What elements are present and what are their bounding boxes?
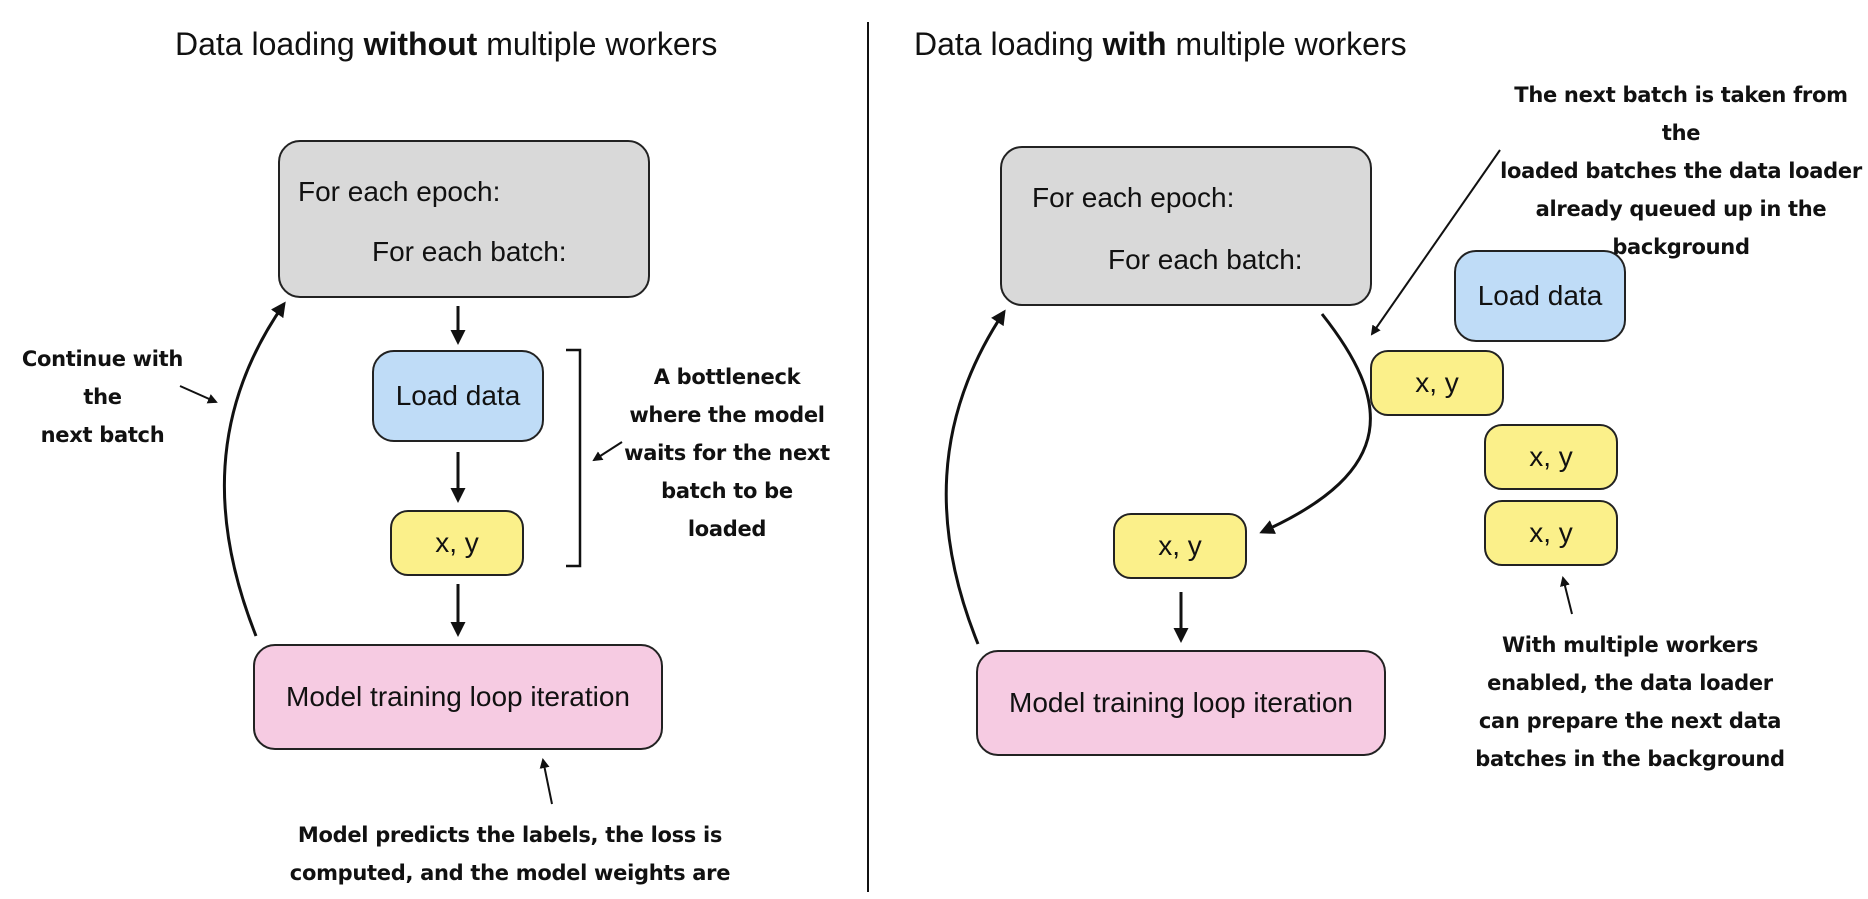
left-bottleneck-bracket — [566, 348, 582, 568]
left-xy-box: x, y — [390, 510, 524, 576]
note-continue-line2: next batch — [40, 423, 165, 447]
right-loop-back-arrow — [944, 309, 1006, 645]
note-next-batch-line2: loaded batches the data loader — [1500, 159, 1862, 183]
note-next-batch-line1: The next batch is taken from the — [1514, 83, 1848, 145]
left-epoch-label: For each epoch: — [298, 176, 501, 207]
note-bottleneck: A bottleneck where the model waits for t… — [617, 358, 837, 548]
note-model-predicts: Model predicts the labels, the loss is c… — [250, 816, 770, 899]
pointer-workers-arrow — [1560, 576, 1573, 615]
right-title-bold: with — [1102, 26, 1167, 62]
right-current-xy-box: x, y — [1113, 513, 1247, 579]
right-queued-xy-box-3: x, y — [1484, 500, 1618, 566]
right-queued-xy-box-1: x, y — [1370, 350, 1504, 416]
left-epoch-box: For each epoch: For each batch: — [278, 140, 650, 298]
note-next-batch-line4: background — [1612, 235, 1750, 259]
note-next-batch-taken: The next batch is taken from the loaded … — [1494, 76, 1868, 266]
note-next-batch-line3: already queued up in the — [1535, 197, 1827, 221]
note-bottleneck-line2: where the model — [629, 403, 825, 427]
note-workers-line4: batches in the background — [1475, 747, 1785, 771]
note-bottleneck-line1: A bottleneck — [653, 365, 801, 389]
left-training-box: Model training loop iteration — [253, 644, 663, 750]
note-bottleneck-line5: loaded — [687, 517, 767, 541]
left-panel-title: Data loading without multiple workers — [175, 26, 717, 63]
right-queued-xy-box-2: x, y — [1484, 424, 1618, 490]
left-title-bold: without — [363, 26, 478, 62]
pointer-predicts-arrow — [539, 758, 553, 805]
note-workers-line1: With multiple workers — [1501, 633, 1759, 657]
right-training-box: Model training loop iteration — [976, 650, 1386, 756]
right-epoch-box: For each epoch: For each batch: — [1000, 146, 1372, 306]
left-title-prefix: Data loading — [175, 26, 364, 62]
note-multiple-workers: With multiple workers enabled, the data … — [1470, 626, 1790, 778]
note-workers-line3: can prepare the next data — [1478, 709, 1782, 733]
right-panel-title: Data loading with multiple workers — [914, 26, 1407, 63]
note-predicts-line2: computed, and the model weights are upda… — [289, 861, 731, 885]
left-batch-label: For each batch: — [372, 236, 567, 267]
note-continue-next-batch: Continue with the next batch — [0, 340, 205, 454]
left-title-suffix: multiple workers — [477, 26, 718, 62]
note-bottleneck-line4: batch to be — [661, 479, 793, 503]
left-load-data-box: Load data — [372, 350, 544, 442]
left-loop-back-arrow — [222, 301, 286, 637]
right-fetch-batch-arrow — [1259, 313, 1372, 534]
right-title-prefix: Data loading — [914, 26, 1103, 62]
note-continue-line1: Continue with the — [21, 347, 184, 409]
right-batch-label: For each batch: — [1108, 244, 1303, 275]
right-epoch-label: For each epoch: — [1032, 182, 1235, 213]
note-predicts-line1: Model predicts the labels, the loss is — [297, 823, 723, 847]
note-bottleneck-line3: waits for the next — [624, 441, 830, 465]
note-workers-line2: enabled, the data loader — [1487, 671, 1773, 695]
right-title-suffix: multiple workers — [1166, 26, 1407, 62]
